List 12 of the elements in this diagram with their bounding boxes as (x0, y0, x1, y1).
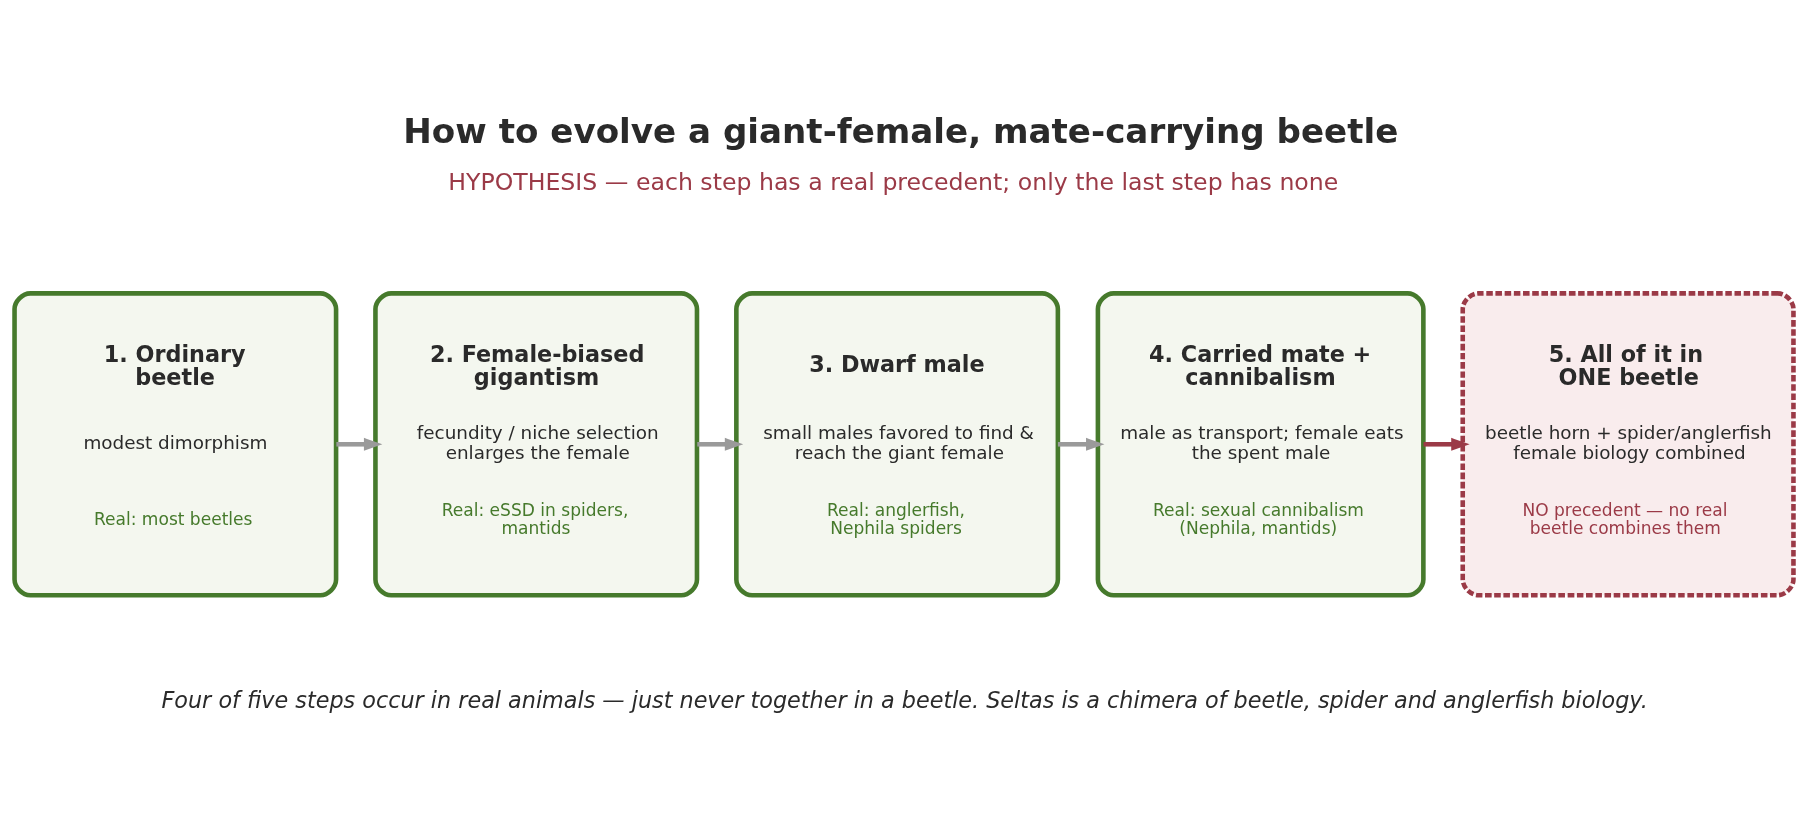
arrow (1423, 437, 1470, 451)
node-box: 2. Female-biased gigantism fecundity / niche selection enlarges the female Real: eSSD in spiders, mantids (372, 291, 699, 598)
diagram-title: How to evolve a giant-female, mate-carrying beetle (402, 111, 1398, 152)
arrow (1057, 437, 1104, 451)
node-box: 5. All of it in ONE beetle beetle horn + spider/anglerfish female biology combined NO precedent — no real beetle combines them (1459, 291, 1796, 598)
caption: Four of five steps occur in real animals — just never together in a beetle. Seltas is a chimera of beetle, spider and anglerfish biology. (161, 687, 1648, 714)
node-box: 4. Carried mate + cannibalism male as transport; female eats the spent male Real: sexual cannibalism (Nephila, mantids) (1095, 291, 1426, 598)
node-box: 1. Ordinary beetle modest dimorphism Real: most beetles (11, 291, 338, 598)
arrow (335, 437, 382, 451)
node-box: 3. Dwarf male small males favored to find & reach the giant female Real: anglerfish, Nephila spiders (733, 291, 1060, 598)
arrow (696, 437, 743, 451)
label: HYPOTHESIS — each step has a real precedent; only the last step has none (447, 168, 1338, 197)
